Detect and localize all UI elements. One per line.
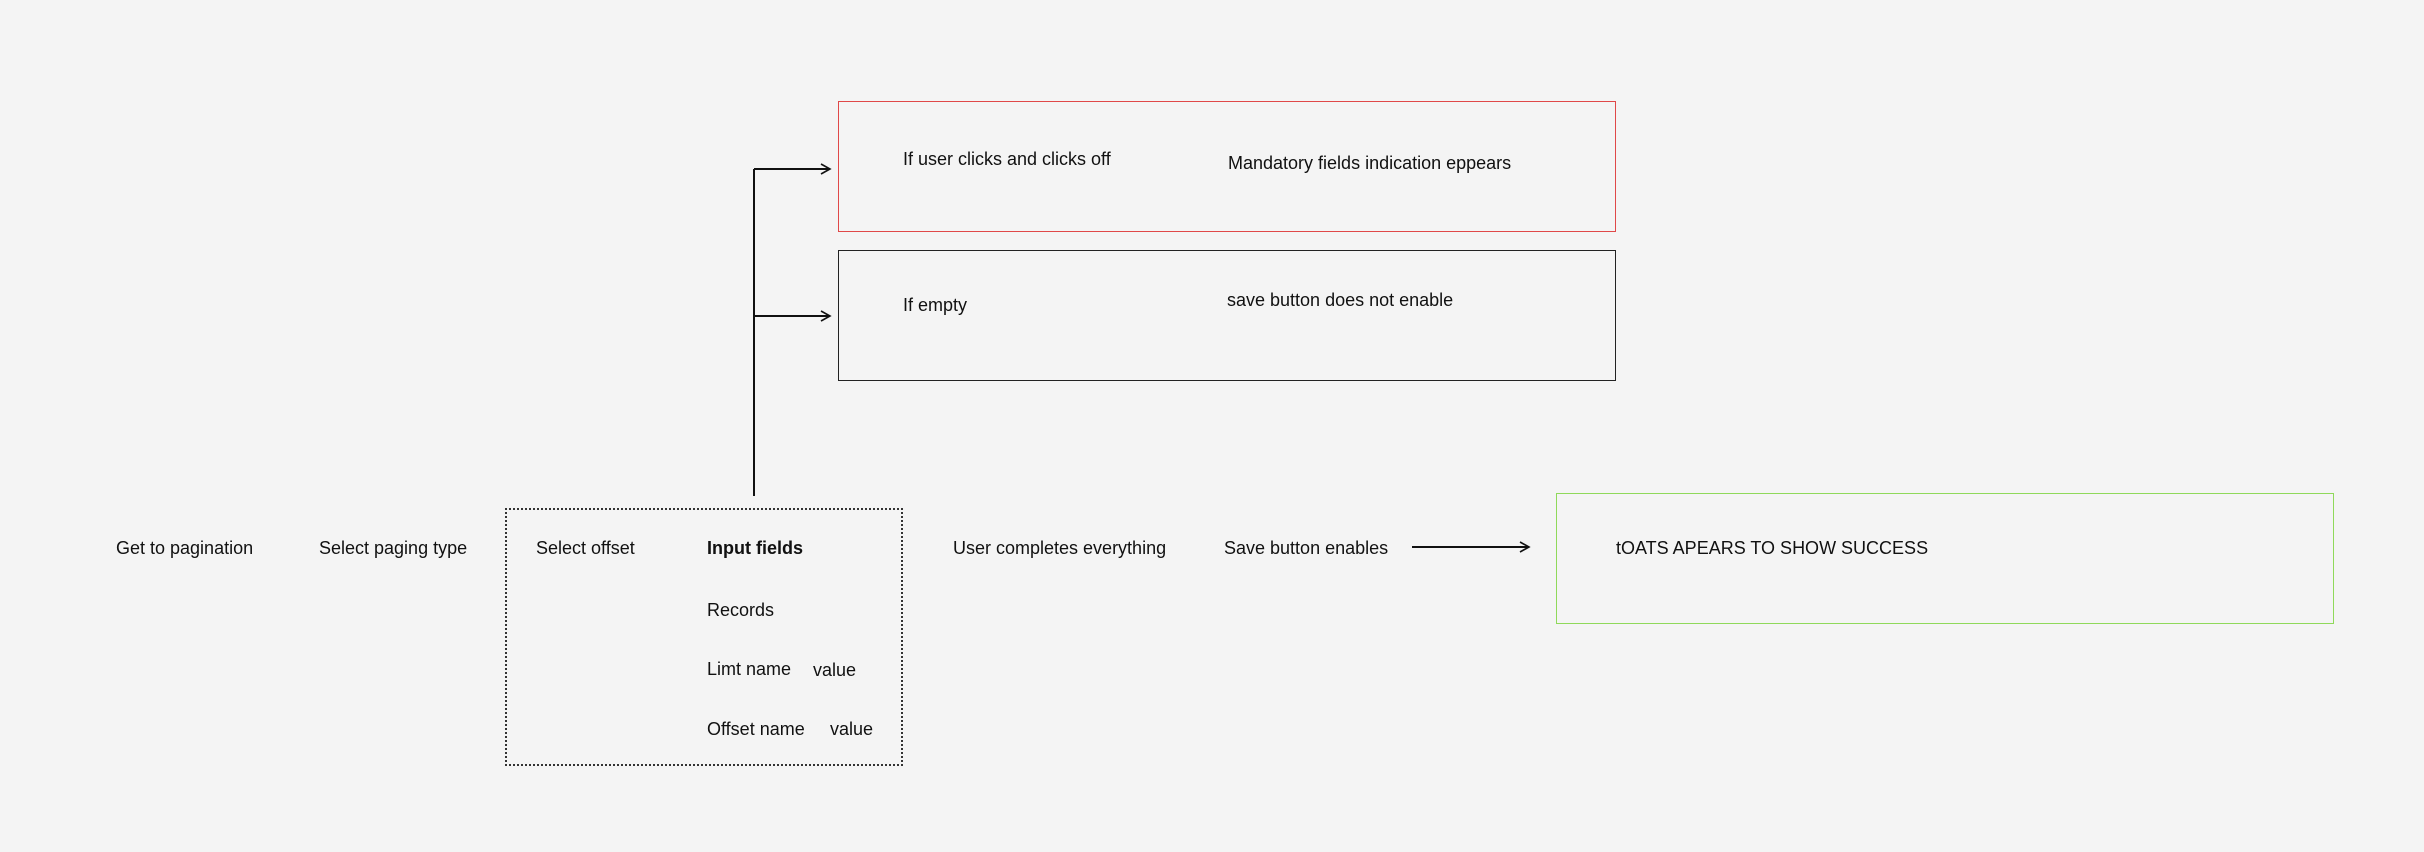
step-select-paging-type: Select paging type [319, 538, 468, 558]
outcome-success-box [1556, 493, 2334, 624]
branch-empty-box [838, 250, 1616, 381]
branch-click-off-condition: If user clicks and clicks off [903, 149, 1111, 169]
records-label: Records [707, 600, 775, 620]
step-select-offset: Select offset [536, 538, 635, 558]
outcome-success-label: tOATS APEARS TO SHOW SUCCESS [1616, 538, 1929, 558]
branch-empty-condition: If empty [903, 295, 968, 315]
offset-value-label: value [830, 719, 874, 739]
branch-click-off-box [838, 101, 1616, 232]
limit-value-label: value [813, 660, 857, 680]
branch-click-off-result: Mandatory fields indication eppears [1228, 153, 1512, 173]
branch-empty-result: save button does not enable [1227, 290, 1454, 310]
input-fields-title: Input fields [707, 538, 803, 558]
offset-input-group [505, 508, 903, 766]
step-user-completes-everything: User completes everything [953, 538, 1167, 558]
step-save-button-enables: Save button enables [1224, 538, 1389, 558]
limit-name-label: Limt name [707, 659, 792, 679]
offset-name-label: Offset name [707, 719, 805, 739]
step-get-to-pagination: Get to pagination [116, 538, 254, 558]
